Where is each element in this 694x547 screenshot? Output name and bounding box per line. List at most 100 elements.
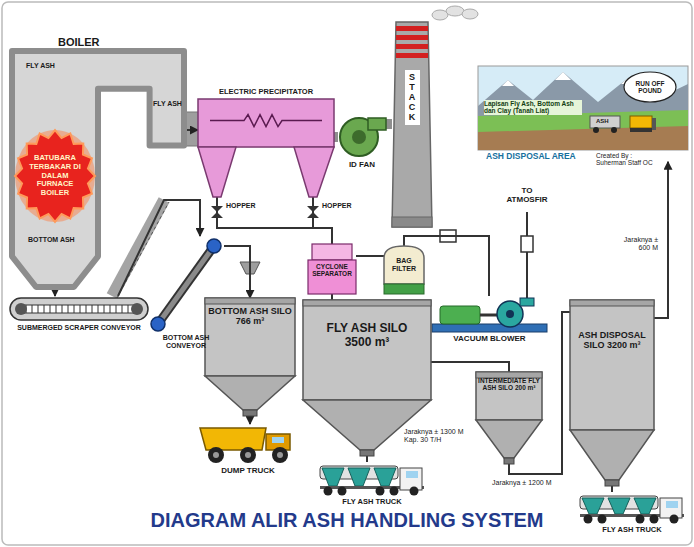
smoke-puff [446, 6, 464, 16]
wheel [584, 515, 593, 524]
chain-link [110, 305, 111, 313]
cyclone-top [312, 244, 352, 260]
shape-group [570, 300, 654, 486]
stack-body [392, 22, 432, 227]
chain-link [92, 305, 93, 313]
cyclone-separator: CYCLONE SEPARATOR [308, 244, 356, 294]
shape-group [10, 298, 148, 320]
node-text: SUBMERGED SCRAPER CONVEYOR [10, 324, 148, 332]
text-slot: ID FAN [338, 160, 386, 169]
fan-outlet [368, 118, 386, 130]
text-slot: BOILER [12, 36, 184, 49]
id-fan: ID FAN [338, 116, 386, 169]
chain-link [50, 305, 51, 313]
silo-body [476, 372, 542, 420]
text-holder: FLY ASH TRUCK [578, 526, 686, 535]
node-text: CYCLONE SEPARATOR [308, 263, 356, 278]
text-slot: SUBMERGED SCRAPER CONVEYOR [10, 324, 148, 332]
shape-group [384, 246, 424, 294]
text-holder: FLY ASH TRUCK [318, 498, 426, 507]
fan-hub [506, 310, 514, 318]
wheel [376, 487, 385, 496]
shape-outline [198, 99, 334, 197]
text-holder: BOTTOM ASH SILO 766 m³ [208, 306, 292, 327]
node-text: BOILER [12, 36, 184, 49]
node-text: INTERMEDIATE FLY ASH SILO 200 m³ [478, 377, 540, 392]
node-text: BOTTOM ASH CONVEYOR [148, 334, 224, 350]
label-holder: HOPPER [226, 202, 256, 210]
bottom-ash-transfer [224, 246, 250, 298]
stack-band [396, 44, 428, 49]
node-text: ID FAN [338, 160, 386, 169]
valve-symbol [211, 206, 223, 218]
node-text: STACK [405, 70, 420, 125]
silo-cone [570, 430, 654, 480]
shape-group [476, 372, 542, 464]
fan-hub [352, 130, 366, 144]
shape-group [320, 466, 424, 496]
label-holder: Created By : Suherman Staff OC [596, 152, 662, 167]
scraper-conveyor: SUBMERGED SCRAPER CONVEYOR [10, 296, 148, 332]
silo-body [303, 300, 431, 400]
silo-roof [303, 300, 431, 306]
text-slot: ASH DISPOSAL SILO 3200 m³ [573, 330, 651, 351]
boiler-wall [12, 51, 184, 287]
unloading-line [249, 416, 251, 424]
label-holder: BOTTOM ASH [28, 236, 75, 244]
part-label: HOPPER [322, 202, 352, 210]
text-slot: DUMP TRUCK [198, 466, 298, 475]
stack-band [396, 26, 428, 31]
node-text: Lapisan Fly Ash, Bottom Ash dan Clay (Ta… [484, 100, 582, 115]
chain-link [32, 305, 33, 313]
shape-outline [338, 116, 386, 158]
unloading-line [611, 486, 613, 492]
ash-truck-body [590, 116, 620, 128]
shape-outline [570, 300, 654, 486]
sky [478, 66, 688, 150]
cab-window [272, 437, 284, 443]
hopper-pipe [217, 196, 313, 228]
text-holder: ASH DISPOSAL SILO 3200 m³ [573, 330, 651, 351]
text-holder: FLY ASH SILO 3500 m³ [323, 322, 411, 350]
snow-cap [502, 80, 514, 86]
text-holder: BOILER [12, 36, 184, 49]
conveyor-casing [10, 298, 148, 320]
chain-link [104, 305, 105, 313]
chain-link [68, 305, 69, 313]
vacuum-blower: VACUUM BLOWER [432, 296, 547, 343]
wheel [593, 127, 599, 133]
part-label: ASH [596, 118, 609, 125]
chain-link [86, 305, 87, 313]
silo-roof [205, 298, 295, 304]
wheel [598, 515, 607, 524]
text-slot: FLY ASH TRUCK [578, 526, 686, 535]
ash-disposal-area: Lapisan Fly Ash, Bottom Ash dan Clay (Ta… [478, 66, 688, 162]
wheel [650, 515, 659, 524]
filter-housing [384, 246, 424, 284]
text-holder: INTERMEDIATE FLY ASH SILO 200 m³ [478, 377, 540, 392]
wheel [390, 487, 399, 496]
part-label: HOPPER [226, 202, 256, 210]
hopper [198, 147, 236, 197]
stack-band [396, 35, 428, 40]
shape-group [198, 99, 334, 197]
fire-glow [15, 130, 95, 222]
distance-note-holder: Jaraknya ± 600 M [616, 236, 660, 252]
base-plate [432, 324, 547, 332]
tank-hopper [348, 468, 370, 486]
label-holder: FLY ASH [153, 100, 182, 108]
electric-precipitator: ELECTRIC PRECIPITATOR [198, 88, 334, 197]
shape-group [392, 22, 432, 227]
wheel [240, 447, 256, 463]
snow-cap [555, 72, 571, 80]
truck-cab [400, 468, 422, 490]
diagram-title: DIAGRAM ALIR ASH HANDLING SYSTEM [0, 509, 694, 532]
shape-group [308, 244, 356, 294]
text-slot: RUN OFF POUND [627, 80, 673, 95]
distance-note-holder: Jaraknya ± 1300 M Kap. 30 T/H [402, 428, 476, 444]
text-slot: BOTTOM ASH CONVEYOR [148, 334, 224, 350]
shape-group [478, 66, 688, 150]
wheel [208, 447, 224, 463]
tank-hopper [582, 498, 604, 514]
node-text: FLY ASH SILO 3500 m³ [323, 322, 411, 350]
